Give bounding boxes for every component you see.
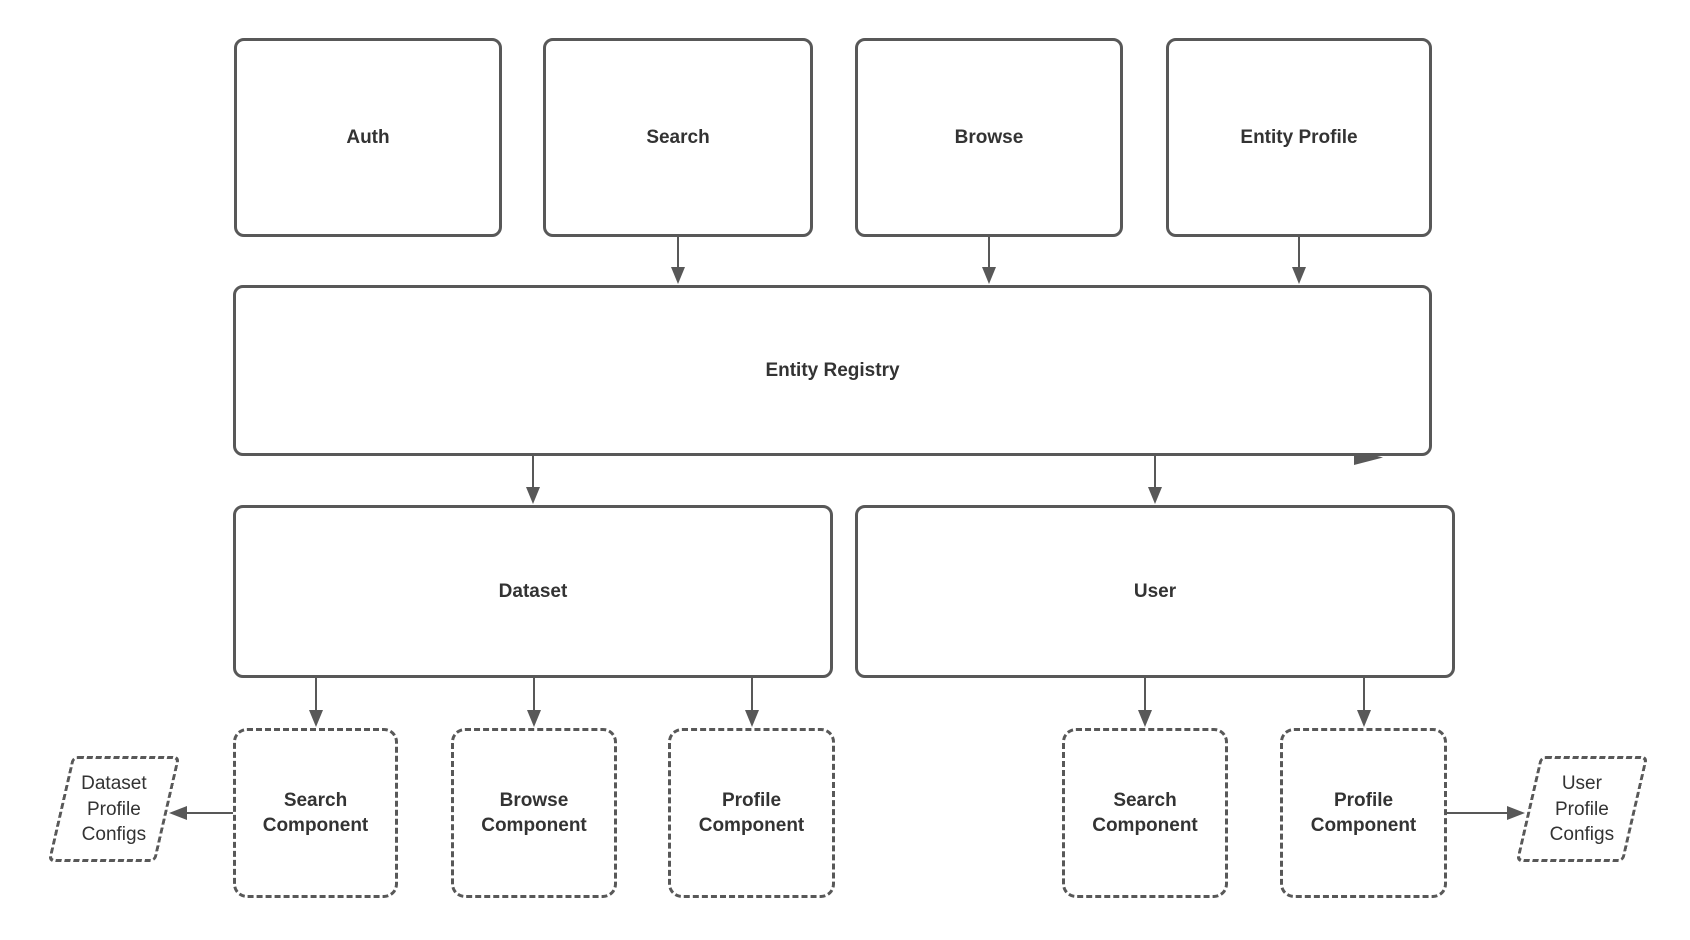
- node-dataset-browse-component[interactable]: Browse Component: [451, 728, 617, 898]
- node-user-search-component[interactable]: Search Component: [1062, 728, 1228, 898]
- connector-profile-component-to-user-profile-configs: [1447, 806, 1525, 820]
- node-dataset-label: Dataset: [498, 580, 568, 602]
- node-user-profile-component[interactable]: Profile Component: [1280, 728, 1447, 898]
- node-dataset-search-component-label: Search Component: [262, 789, 369, 836]
- connector-dataset-to-profile-component: [745, 678, 759, 727]
- node-dataset-search-component[interactable]: Search Component: [233, 728, 398, 898]
- node-user-label: User: [1133, 580, 1177, 602]
- connector-dataset-to-browse-component: [527, 678, 541, 727]
- node-user-search-component-label: Search Component: [1092, 789, 1198, 836]
- connector-user-to-profile-component: [1357, 678, 1371, 727]
- connector-entity-profile-to-registry: [1292, 237, 1306, 284]
- node-user-profile-configs[interactable]: User Profile Configs: [1515, 756, 1649, 862]
- node-dataset[interactable]: Dataset: [233, 505, 833, 678]
- connector-registry-to-dataset: [526, 456, 540, 504]
- node-search-label: Search: [646, 126, 710, 148]
- node-dataset-profile-component-label: Profile Component: [698, 789, 805, 836]
- node-entity-registry-label: Entity Registry: [765, 359, 900, 381]
- connector-dataset-to-search-component: [309, 678, 323, 727]
- node-auth-label: Auth: [346, 126, 390, 148]
- connector-search-component-to-dataset-profile-configs: [169, 806, 233, 820]
- node-browse[interactable]: Browse: [855, 38, 1123, 237]
- node-entity-profile-label: Entity Profile: [1240, 126, 1358, 148]
- connector-browse-to-registry: [982, 237, 996, 284]
- connector-registry-to-user: [1148, 456, 1162, 504]
- node-auth[interactable]: Auth: [234, 38, 502, 237]
- node-user-profile-configs-label: User Profile Configs: [1549, 772, 1615, 845]
- node-browse-label: Browse: [954, 126, 1024, 148]
- node-user-profile-component-label: Profile Component: [1310, 789, 1417, 836]
- node-entity-registry[interactable]: Entity Registry: [233, 285, 1432, 456]
- node-dataset-profile-configs[interactable]: Dataset Profile Configs: [47, 756, 181, 862]
- node-dataset-browse-component-label: Browse Component: [481, 789, 587, 836]
- node-search[interactable]: Search: [543, 38, 813, 237]
- connector-search-to-registry: [671, 237, 685, 284]
- node-entity-profile[interactable]: Entity Profile: [1166, 38, 1432, 237]
- node-user[interactable]: User: [855, 505, 1455, 678]
- node-dataset-profile-component[interactable]: Profile Component: [668, 728, 835, 898]
- connector-user-to-search-component: [1138, 678, 1152, 727]
- node-dataset-profile-configs-label: Dataset Profile Configs: [81, 772, 147, 845]
